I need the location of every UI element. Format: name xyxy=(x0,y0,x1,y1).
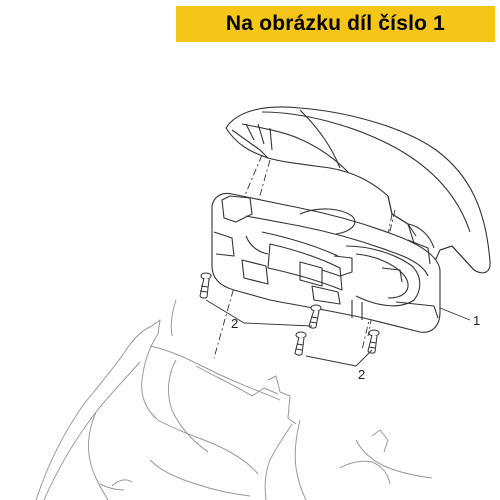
part-number-banner: Na obrázku díl číslo 1 xyxy=(176,6,495,42)
front-fairing-outline xyxy=(35,299,433,500)
callout-part-2-lower: 2 xyxy=(358,367,365,382)
screw-center xyxy=(308,304,322,329)
callout-part-1: 1 xyxy=(473,313,480,328)
screw-bottom-left xyxy=(294,331,307,356)
instrument-cluster xyxy=(211,192,441,333)
callout-part-2-upper: 2 xyxy=(231,316,238,331)
leader-lines xyxy=(205,299,471,367)
cluster-cover xyxy=(225,106,491,274)
screw-left xyxy=(199,272,212,299)
screw-bottom-right xyxy=(367,329,380,354)
banner-title: Na obrázku díl číslo 1 xyxy=(225,12,446,35)
